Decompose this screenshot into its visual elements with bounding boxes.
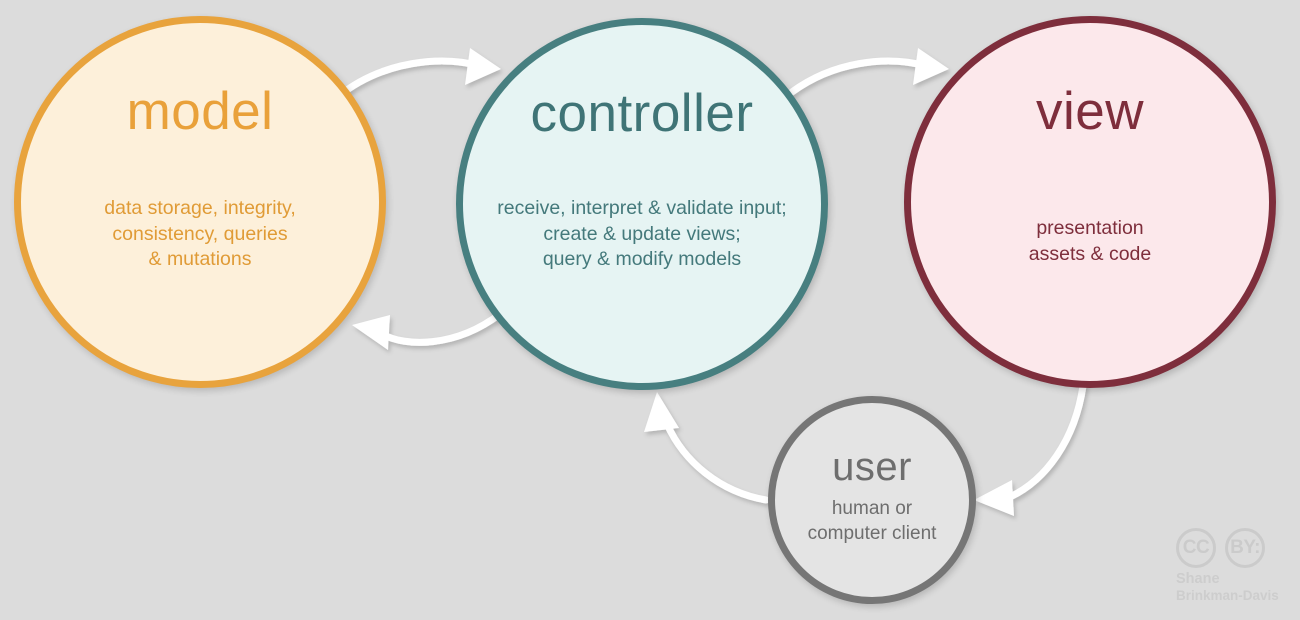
arrow-user-to-controller: [644, 392, 770, 504]
attribution-author: Shane Brinkman-Davis: [1176, 571, 1292, 603]
node-user-title: user: [832, 445, 912, 489]
arrow-view-to-user: [974, 382, 1087, 516]
node-user[interactable]: user human or computer client: [768, 396, 976, 604]
cc-badge-icons: CC BY:: [1176, 528, 1292, 568]
node-model-title: model: [126, 82, 274, 141]
node-controller-title: controller: [530, 84, 754, 143]
node-view[interactable]: view presentation assets & code: [904, 16, 1276, 388]
node-controller-description: receive, interpret & validate input; cre…: [497, 197, 787, 271]
node-controller[interactable]: controller receive, interpret & validate…: [456, 18, 828, 390]
arrow-model-to-controller: [340, 48, 501, 96]
attribution-author-line2: Brinkman-Davis: [1176, 587, 1279, 603]
node-view-description: presentation assets & code: [1028, 217, 1152, 265]
cc-by-icon: BY:: [1225, 528, 1265, 568]
creative-commons-icon: CC: [1176, 528, 1216, 568]
node-model[interactable]: model data storage, integrity, consisten…: [14, 16, 386, 388]
attribution-author-line1: Shane: [1176, 571, 1220, 587]
node-model-description: data storage, integrity, consistency, qu…: [104, 197, 296, 271]
node-view-title: view: [1035, 82, 1145, 141]
node-user-description: human or computer client: [807, 498, 937, 545]
arrow-controller-to-model: [352, 310, 504, 350]
arrow-controller-to-view: [788, 48, 949, 96]
creative-commons-attribution: CC BY: Shane Brinkman-Davis: [1176, 528, 1292, 604]
